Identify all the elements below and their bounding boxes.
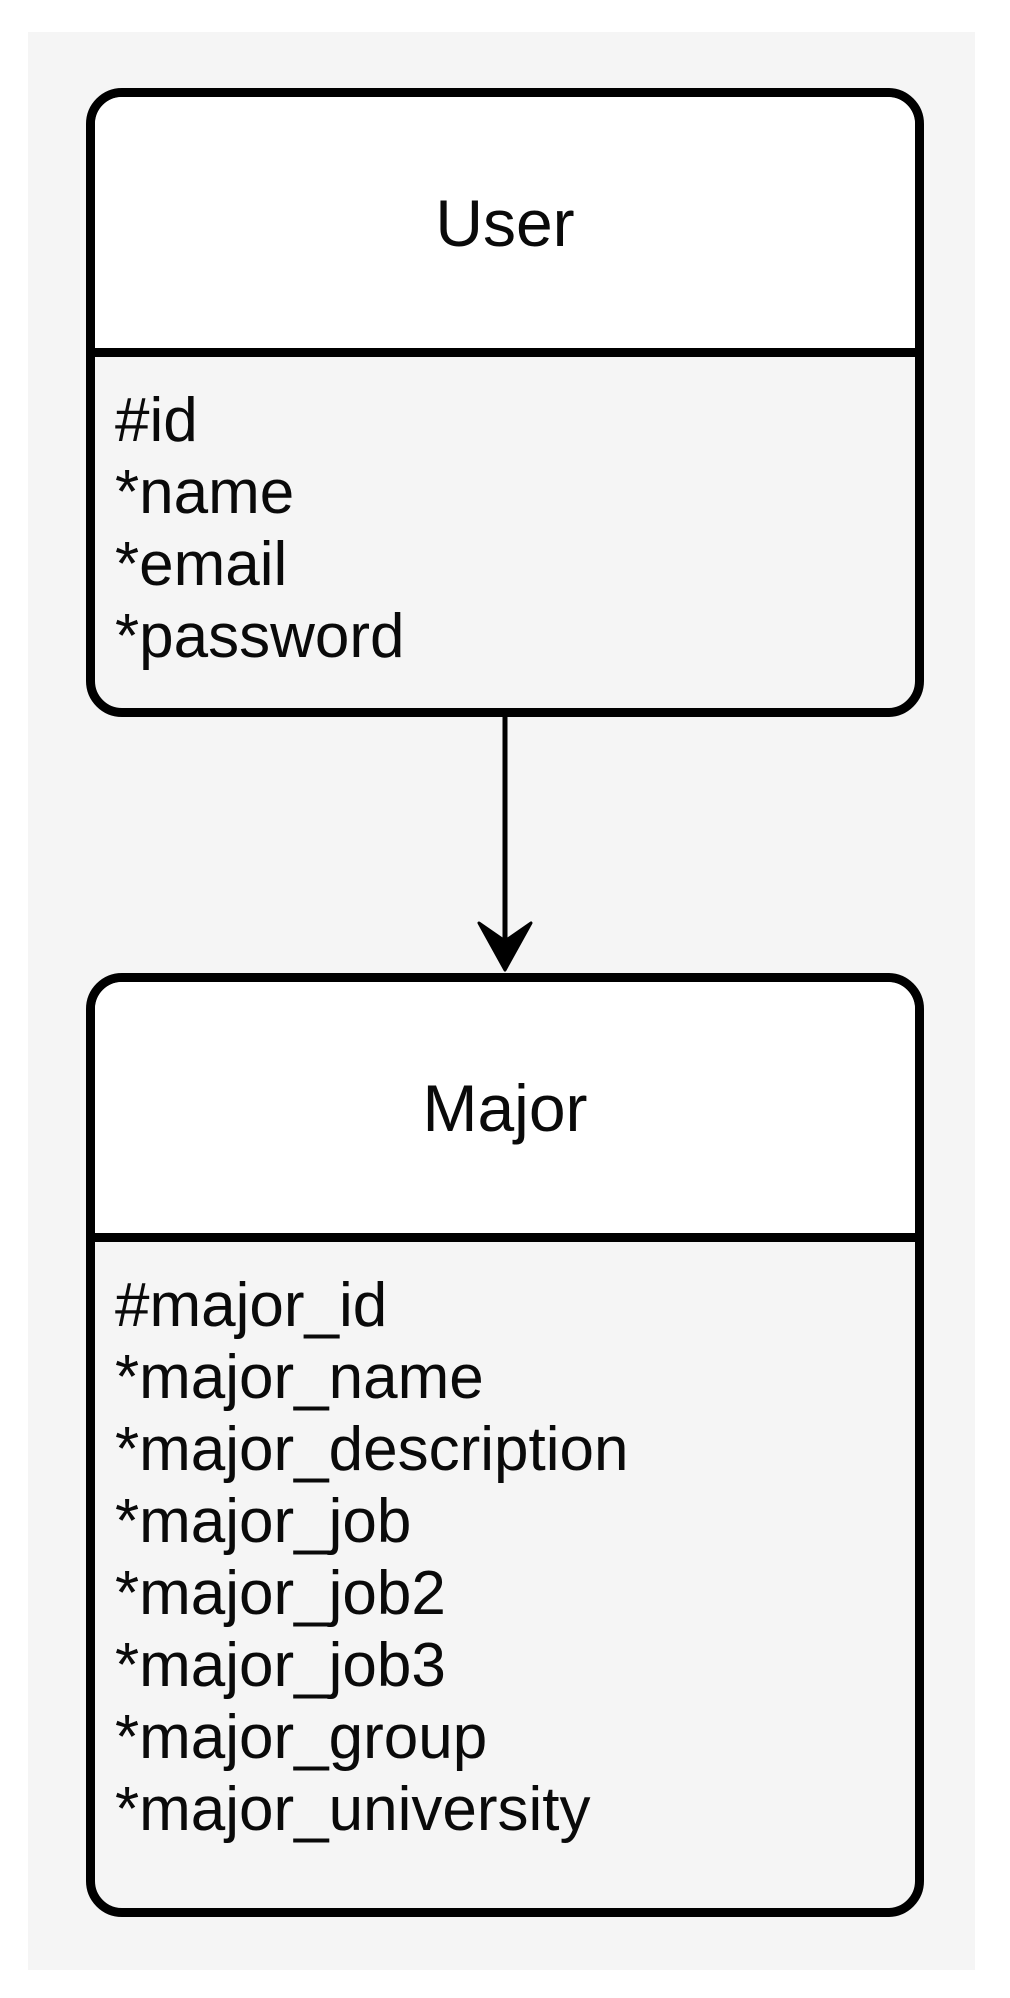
entity-field: #major_id	[115, 1271, 388, 1340]
entity-field: *name	[115, 458, 295, 527]
entity-field: *major_description	[115, 1415, 629, 1484]
entity-field: *major_job	[115, 1487, 412, 1556]
entity-user-title: User	[435, 185, 575, 260]
entity-major-fields: #major_id *major_name *major_description…	[95, 1242, 915, 1846]
entity-major-title: Major	[422, 1070, 588, 1145]
entity-user: User #id *name *email *password	[86, 88, 924, 717]
entity-field: *password	[115, 602, 405, 671]
entity-major: Major #major_id *major_name *major_descr…	[86, 973, 924, 1917]
entity-field: *email	[115, 530, 288, 599]
entity-field: *major_job3	[115, 1631, 446, 1700]
entity-field: *major_job2	[115, 1559, 446, 1628]
entity-field: #id	[115, 386, 198, 455]
arrow-head-icon	[477, 921, 533, 972]
entity-user-fields: #id *name *email *password	[95, 357, 915, 673]
entity-major-header: Major	[95, 982, 915, 1242]
entity-field: *major_name	[115, 1343, 484, 1412]
diagram-canvas: User #id *name *email *password Major #m…	[28, 32, 975, 1970]
entity-field: *major_group	[115, 1703, 488, 1772]
entity-user-header: User	[95, 97, 915, 357]
entity-field: *major_university	[115, 1775, 591, 1844]
